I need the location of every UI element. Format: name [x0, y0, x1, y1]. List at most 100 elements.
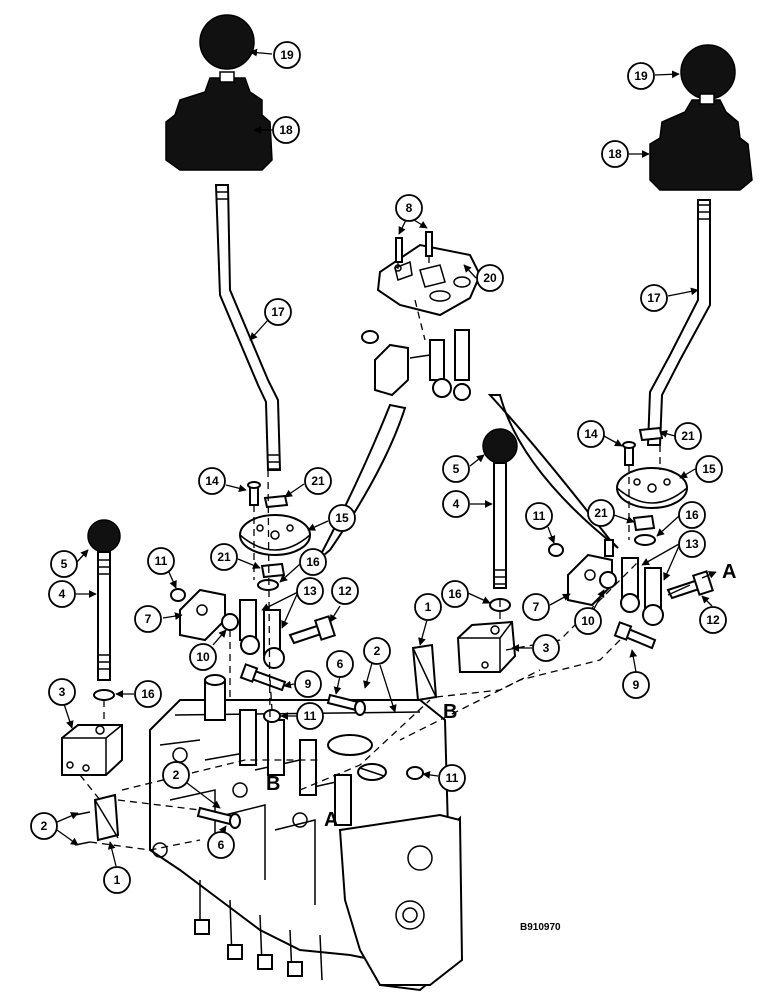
callout-2-far-left: 2 [30, 812, 58, 840]
svg-text:13: 13 [685, 537, 699, 551]
callout-21-right-lower: 21 [587, 499, 615, 527]
callout-5-center: 5 [442, 455, 470, 483]
svg-text:14: 14 [205, 474, 219, 488]
callout-7-right: 7 [522, 593, 550, 621]
section-letter-b-valve: B [266, 773, 280, 795]
svg-text:9: 9 [633, 678, 640, 692]
svg-text:6: 6 [218, 838, 225, 852]
callout-15-left: 15 [328, 504, 356, 532]
callout-13-left: 13 [296, 577, 324, 605]
svg-text:10: 10 [581, 614, 595, 628]
callout-16-far-left: 16 [134, 680, 162, 708]
callout-6-left: 6 [207, 831, 235, 859]
svg-text:4: 4 [59, 587, 66, 601]
svg-text:11: 11 [446, 771, 459, 785]
svg-text:18: 18 [608, 147, 622, 161]
callout-4-center: 4 [442, 490, 470, 518]
svg-text:9: 9 [305, 677, 312, 691]
callout-12-right: 12 [699, 606, 727, 634]
right-lever-rod [646, 199, 711, 446]
callout-16-right: 16 [678, 501, 706, 529]
right-ball-knob [680, 44, 736, 100]
right-rubber-boot [649, 99, 753, 191]
center-mount-plate [376, 243, 482, 317]
svg-text:21: 21 [217, 550, 231, 564]
svg-text:21: 21 [311, 474, 325, 488]
callout-20: 20 [476, 264, 504, 292]
callout-1-far-left: 1 [103, 866, 131, 894]
svg-text:21: 21 [594, 506, 608, 520]
callout-16-center: 16 [441, 580, 469, 608]
left-lever-plate [239, 514, 311, 556]
figure-reference-number: B910970 [520, 922, 561, 933]
right-lever-plate [616, 467, 688, 509]
svg-text:20: 20 [483, 271, 497, 285]
callout-10-left: 10 [189, 643, 217, 671]
callout-10-right: 10 [574, 607, 602, 635]
section-letter-b-center: B [443, 701, 457, 723]
section-letter-a-valve: A [324, 809, 338, 831]
center-ball-knob [482, 428, 518, 464]
svg-text:19: 19 [280, 48, 294, 62]
control-valve-body [149, 674, 464, 992]
callout-19-left: 19 [273, 41, 301, 69]
svg-text:12: 12 [706, 613, 720, 627]
callout-3-left: 3 [48, 678, 76, 706]
svg-text:11: 11 [304, 709, 317, 723]
callout-9-right: 9 [622, 671, 650, 699]
callout-21-right-upper: 21 [674, 422, 702, 450]
callout-21-left-upper: 21 [304, 467, 332, 495]
callout-18-left: 18 [272, 116, 300, 144]
svg-text:5: 5 [453, 462, 460, 476]
svg-text:16: 16 [685, 508, 699, 522]
svg-text:17: 17 [271, 305, 285, 319]
callout-14-left: 14 [198, 467, 226, 495]
callout-2-center: 2 [363, 637, 391, 665]
far-left-linkage [61, 519, 241, 846]
svg-text:10: 10 [196, 650, 210, 664]
callout-21-left-lower: 21 [210, 543, 238, 571]
center-linkage [326, 428, 518, 780]
svg-text:15: 15 [702, 462, 716, 476]
callout-8: 8 [395, 194, 423, 222]
svg-text:18: 18 [279, 123, 293, 137]
callout-2-valve: 2 [162, 761, 190, 789]
callout-12-left: 12 [331, 577, 359, 605]
svg-text:21: 21 [681, 429, 695, 443]
svg-text:16: 16 [306, 555, 320, 569]
svg-text:1: 1 [114, 873, 121, 887]
svg-text:14: 14 [584, 427, 598, 441]
callout-15-right: 15 [695, 455, 723, 483]
svg-text:13: 13 [303, 584, 317, 598]
callout-14-right: 14 [577, 420, 605, 448]
left-lever-rod [214, 184, 282, 471]
svg-text:19: 19 [634, 69, 648, 83]
svg-text:6: 6 [337, 657, 344, 671]
callout-5-left: 5 [50, 550, 78, 578]
svg-text:12: 12 [338, 584, 352, 598]
callout-16-left: 16 [299, 548, 327, 576]
callout-17-left: 17 [264, 298, 292, 326]
svg-text:3: 3 [543, 641, 550, 655]
left-joystick-assembly [165, 14, 337, 723]
callout-7-left: 7 [134, 605, 162, 633]
callout-3-center: 3 [532, 634, 560, 662]
svg-text:7: 7 [145, 612, 152, 626]
callout-11-valve: 11 [296, 702, 324, 730]
callout-19-right: 19 [627, 62, 655, 90]
svg-text:5: 5 [61, 557, 68, 571]
left-rubber-boot [165, 77, 273, 171]
svg-text:17: 17 [647, 291, 661, 305]
callout-4-left: 4 [48, 580, 76, 608]
callout-11-center-valve: 11 [438, 764, 466, 792]
section-letter-a-right: A [722, 561, 736, 583]
svg-text:15: 15 [335, 511, 349, 525]
far-left-ball-knob [87, 519, 121, 553]
svg-text:2: 2 [173, 768, 180, 782]
svg-text:3: 3 [59, 685, 66, 699]
svg-text:2: 2 [374, 644, 381, 658]
callout-13-right: 13 [678, 530, 706, 558]
left-ball-knob [199, 14, 255, 70]
svg-text:8: 8 [406, 201, 413, 215]
